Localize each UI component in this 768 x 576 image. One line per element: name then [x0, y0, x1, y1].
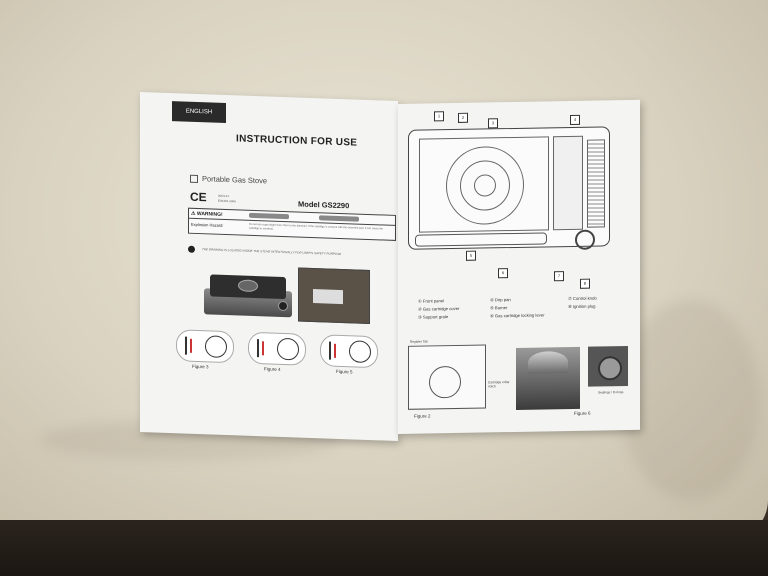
hazard-label: Explosion Hazard: [191, 221, 224, 228]
figure-3-drawing [176, 329, 234, 364]
language-tag: ENGLISH [172, 101, 226, 124]
callout-8: 8 [580, 278, 590, 289]
manual-right-page: 1 2 3 4 5 6 7 8 ① Front panel ② Gas cart… [398, 99, 640, 434]
support-grate-drawing [419, 136, 549, 233]
callout-2: 2 [458, 112, 468, 123]
figure-4-label: Figure 4 [264, 366, 281, 372]
cartridge-compartment-drawing [553, 135, 583, 231]
cartridge-drawing [429, 365, 461, 399]
stove-diagram [408, 126, 610, 250]
stove-photo [204, 268, 294, 321]
stove-inside-photo [298, 267, 370, 325]
valve-photo [588, 345, 628, 387]
figure-5-label: Figure 5 [336, 368, 353, 375]
product-name: Portable Gas Stove [190, 174, 267, 186]
warning-title: ⚠ WARNING! [191, 210, 223, 218]
cartridge-illustration [249, 212, 289, 220]
valve-icon [598, 356, 622, 381]
burner-icon [238, 279, 258, 293]
legend-column-1: ① Front panel ② Gas cartridge cover ③ Su… [418, 297, 459, 322]
warning-box: ⚠ WARNING! Explosion Hazard: Do not use … [188, 207, 396, 241]
figure-2-drawing [408, 344, 486, 410]
cartridge-top [528, 351, 568, 374]
warning-title-text: WARNING! [196, 210, 223, 218]
register-tab-label: Register Tab [410, 339, 428, 344]
legend-item: ③ Support grate [418, 314, 449, 320]
floor [0, 520, 768, 576]
callout-4: 4 [570, 114, 580, 125]
figure-4-drawing [248, 331, 306, 366]
label-panel [313, 289, 343, 305]
ce-mark: CE [190, 189, 207, 205]
front-panel-drawing [415, 232, 547, 247]
callout-5: 5 [466, 250, 476, 261]
legend-column-2: ④ Drip pan ⑤ Burner ⑥ Gas cartridge lock… [490, 295, 545, 320]
callout-1: 1 [434, 111, 444, 122]
cartridge-notch-label: Cartridge collar notch [488, 380, 510, 389]
ce-code-2: E06301-2066 [218, 198, 237, 204]
callout-6: 6 [498, 268, 508, 279]
vent-drawing [587, 139, 605, 228]
knob-icon [278, 300, 288, 312]
manual-left-page: ENGLISH INSTRUCTION FOR USE Portable Gas… [140, 92, 398, 442]
figure-5-drawing [320, 334, 378, 369]
checkbox-icon [190, 174, 198, 184]
legend-column-3: ⑦ Control knob ⑧ Ignition plug [568, 295, 597, 312]
product-label: Portable Gas Stove [202, 174, 268, 186]
ce-codes: 0063-21 E06301-2066 [218, 194, 236, 205]
cartridge-photo [516, 346, 580, 410]
control-knob-icon [575, 229, 595, 250]
drawing-note: THE DRAWING IS LOCATED INSIDE THE STOVE … [202, 247, 342, 257]
info-icon [188, 245, 195, 253]
callout-3: 3 [488, 118, 498, 129]
model-number: Model GS2290 [298, 199, 350, 211]
legend-item: ⑧ Ignition plug [568, 303, 596, 310]
cloth-fold [620, 300, 760, 500]
legend-item: ⑥ Gas cartridge locking lever [490, 312, 545, 319]
figure-6-caption: Figure 6 [574, 410, 591, 416]
manual-title: INSTRUCTION FOR USE [236, 133, 358, 149]
sealing-label: Sealings / O-rings [598, 390, 624, 395]
figure-2-caption: Figure 2 [414, 413, 431, 419]
figure-3-label: Figure 3 [192, 363, 209, 370]
callout-7: 7 [554, 271, 564, 282]
cartridge-illustration [319, 215, 359, 222]
